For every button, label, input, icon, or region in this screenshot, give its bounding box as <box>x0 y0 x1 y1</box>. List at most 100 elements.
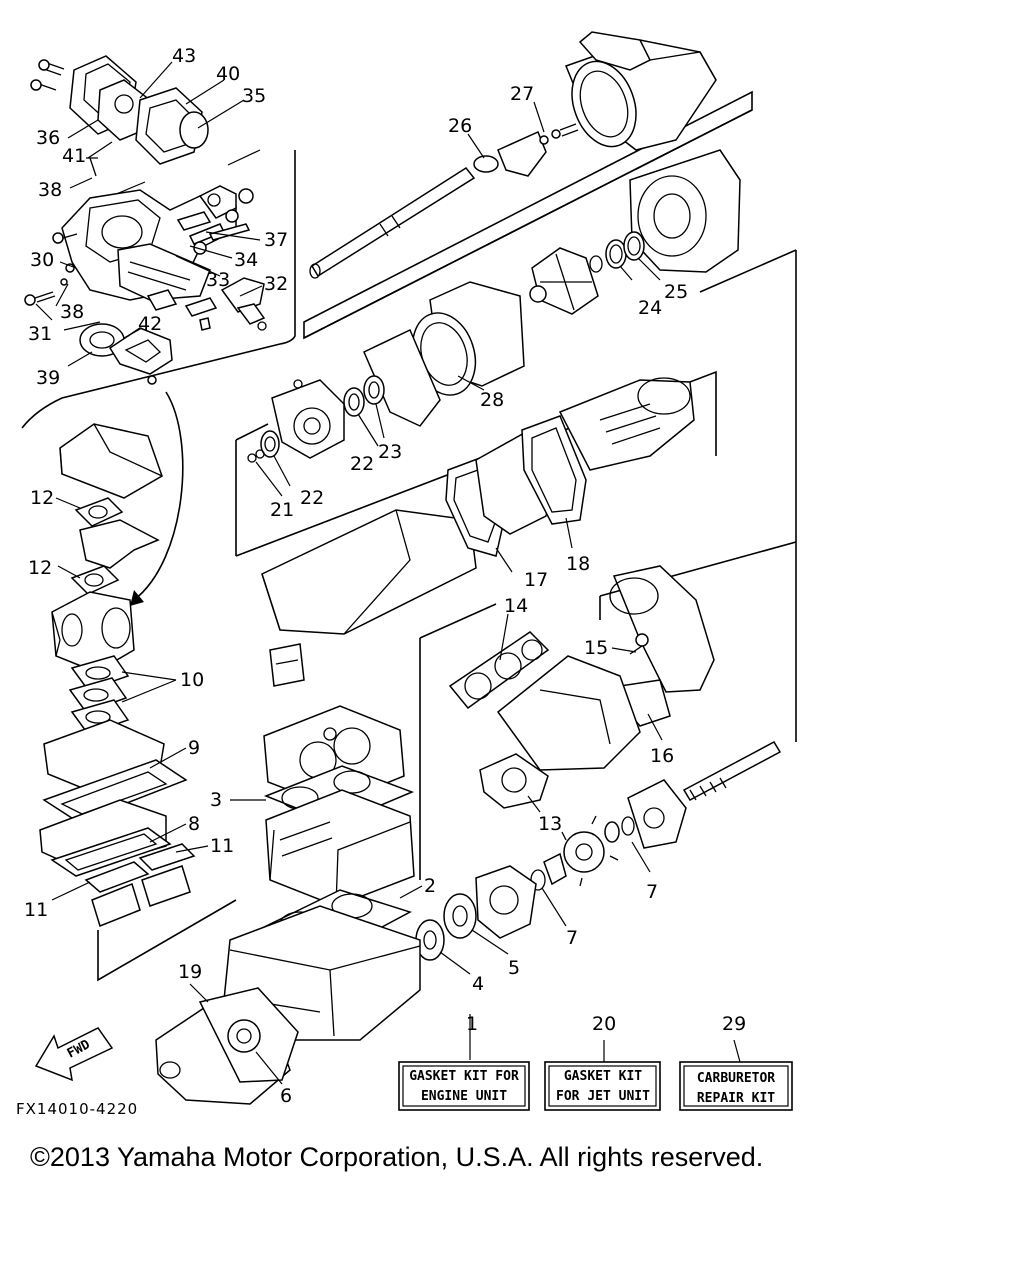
callout-30: 30 <box>30 249 54 271</box>
callout-2: 2 <box>424 875 436 897</box>
callout-37: 37 <box>264 229 288 251</box>
callout-23: 23 <box>378 441 402 463</box>
callout-13: 13 <box>538 813 562 835</box>
jet-kit-line1: GASKET KIT <box>564 1069 642 1084</box>
callout-22b: 22 <box>300 487 324 509</box>
carb-kit-line1: CARBURETOR <box>697 1071 775 1086</box>
callout-12a: 12 <box>30 487 54 509</box>
reed-valve-b <box>141 865 191 907</box>
callout-21: 21 <box>270 499 294 521</box>
nozzle-housing <box>565 31 717 151</box>
seal-5 <box>443 893 477 939</box>
callout-3: 3 <box>210 789 222 811</box>
callout-9: 9 <box>188 737 200 759</box>
coupling <box>627 779 687 849</box>
plate-upper <box>79 519 160 569</box>
engine-frame-line <box>97 899 237 982</box>
callout-20: 20 <box>592 1013 616 1035</box>
callout-29: 29 <box>722 1013 746 1035</box>
callout-12b: 12 <box>28 557 52 579</box>
screw-38a <box>86 157 98 177</box>
jet-pump-group <box>235 31 797 961</box>
callout-41: 41 <box>62 145 86 167</box>
jet-frame-mid <box>235 370 717 557</box>
callout-35: 35 <box>242 85 266 107</box>
callout-4: 4 <box>472 973 484 995</box>
coupling-housing <box>475 865 537 939</box>
magneto-cover <box>155 987 299 1105</box>
callout-36: 36 <box>36 127 60 149</box>
bearing-housing <box>271 379 345 459</box>
carburetor-assembly <box>51 591 135 673</box>
callout-6: 6 <box>280 1085 292 1107</box>
callout-11b: 11 <box>24 899 48 921</box>
callout-26: 26 <box>448 115 472 137</box>
callout-32: 32 <box>264 273 288 295</box>
carb-screws-top <box>30 59 65 91</box>
carb-kit-box <box>679 1061 793 1111</box>
callout-18: 18 <box>566 553 590 575</box>
copyright-notice: ©2013 Yamaha Motor Corporation, U.S.A. A… <box>30 1142 764 1172</box>
callout-34: 34 <box>234 249 258 271</box>
cylinder-block <box>265 789 415 907</box>
callout-1: 1 <box>466 1013 478 1035</box>
seal-22a <box>343 387 365 417</box>
expansion-chamber <box>558 377 695 471</box>
gaskets-10 <box>68 655 130 735</box>
air-box <box>59 423 163 499</box>
gasket-12b <box>70 565 120 595</box>
seal-24 <box>605 239 627 269</box>
impeller <box>529 247 599 315</box>
callout-39: 39 <box>36 367 60 389</box>
seal-23 <box>363 375 385 405</box>
fwd-arrow <box>34 1027 114 1082</box>
jet-kit-box <box>544 1061 661 1111</box>
carburetor-group <box>21 55 296 429</box>
callout-33: 33 <box>206 269 230 291</box>
jet-kit-line2: FOR JET UNIT <box>556 1089 650 1104</box>
callout-15: 15 <box>584 637 608 659</box>
engine-kit-box <box>398 1061 530 1111</box>
exploded-parts-diagram: GASKET KIT FOR ENGINE UNIT GASKET KIT FO… <box>16 31 797 1118</box>
gasket-11a <box>84 861 150 893</box>
drive-shaft-upper <box>310 167 476 278</box>
callout-24: 24 <box>638 297 662 319</box>
callout-19: 19 <box>178 961 202 983</box>
callout-25: 25 <box>664 281 688 303</box>
callout-22a: 22 <box>350 453 374 475</box>
seal-25 <box>623 231 645 261</box>
spacer-1 <box>604 821 620 843</box>
engine-kit-line1: GASKET KIT FOR <box>409 1069 519 1084</box>
gasket-12a <box>74 497 124 527</box>
callout-38a: 38 <box>38 179 62 201</box>
callout-7b: 7 <box>566 927 578 949</box>
carb-cover-plates <box>69 55 209 165</box>
engine-group <box>34 391 497 1105</box>
gasket-11b <box>138 843 196 871</box>
callout-10: 10 <box>180 669 204 691</box>
callout-14: 14 <box>504 595 528 617</box>
callout-43: 43 <box>172 45 196 67</box>
drive-shaft-lower <box>682 741 782 801</box>
seal-22b <box>260 430 280 458</box>
damper <box>561 815 619 887</box>
cone-26 <box>497 130 547 177</box>
engine-kit-line2: ENGINE UNIT <box>421 1089 507 1104</box>
carb-boundary-line <box>21 150 296 429</box>
reed-valve-a <box>91 883 141 927</box>
callout-8: 8 <box>188 813 200 835</box>
exhaust-manifold <box>479 655 641 809</box>
bearing <box>543 852 567 886</box>
plate-42 <box>108 327 173 375</box>
carb-leaders <box>35 61 263 367</box>
gasket-18 <box>521 415 587 525</box>
muffler <box>261 509 477 687</box>
gasket-14 <box>448 631 550 710</box>
carb-kit-line2: REPAIR KIT <box>697 1091 775 1106</box>
callout-31: 31 <box>28 323 52 345</box>
callout-28: 28 <box>480 389 504 411</box>
kit-boxes: GASKET KIT FOR ENGINE UNIT GASKET KIT FO… <box>398 1061 793 1111</box>
callout-11a: 11 <box>210 835 234 857</box>
gasket-8 <box>50 827 172 877</box>
